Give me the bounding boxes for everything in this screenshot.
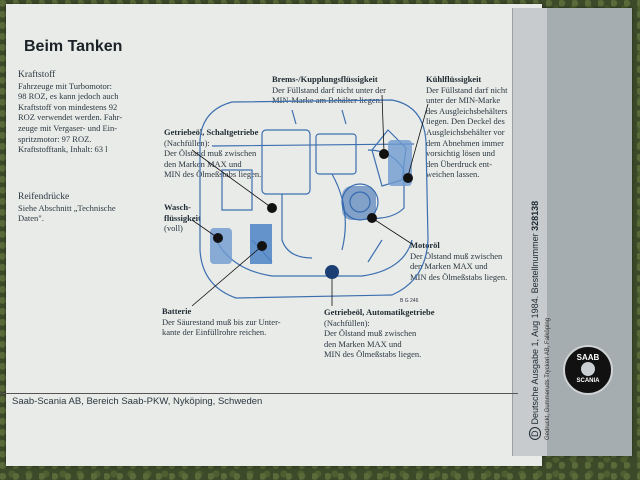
getriebeoel-auto-heading: Getriebeöl, Automatikgetriebe: [324, 307, 435, 317]
getriebeoel-auto-line: MIN des Ölmeßstabs liegen.: [324, 349, 422, 360]
logo-bottom-text: SCANIA: [576, 378, 600, 384]
getriebeoel-auto-line: den Marken MAX und: [324, 338, 402, 349]
kuehlfluessigkeit-heading: Kühlflüssigkeit: [426, 74, 482, 84]
getriebeoel-schalt-heading: Getriebeöl, Schaltgetriebe: [164, 127, 259, 137]
kraftstoff-line: Kraftstofftank, Inhalt: 63 l: [18, 144, 108, 155]
bremsfluessigkeit-line: Der Füllstand darf nicht unter der: [272, 84, 387, 95]
batterie-section: Batterie Der Säurestand muß bis zur Unte…: [162, 306, 322, 338]
kuehlfluessigkeit-line: dem Abnehmen immer: [426, 137, 504, 148]
kuehlfluessigkeit-line: liegen. Den Deckel des: [426, 116, 505, 127]
logo-top-text: SAAB: [576, 353, 600, 362]
engine-bay-diagram: B G 246: [192, 94, 429, 307]
kuehlfluessigkeit-section: Kühlflüssigkeit Der Füllstand darf nicht…: [426, 74, 526, 180]
bremsfluessigkeit-line: MIN-Marke am Behälter liegen.: [272, 95, 382, 106]
kraftstoff-line: zeuge mit Vergaser- und Ein-: [18, 122, 118, 133]
kuehlfluessigkeit-line: des Ausgleichsbehälters: [426, 105, 508, 116]
getriebeoel-auto-sub: (Nachfüllen):: [324, 317, 370, 328]
kuehlfluessigkeit-line: Ausgleichsbehälter vor: [426, 126, 505, 137]
bremsfluessigkeit-section: Brems-/Kupplungsflüssigkeit Der Füllstan…: [272, 74, 432, 106]
waschfluessigkeit-heading: flüssigkeit: [164, 212, 201, 223]
engine-oil-marker: [367, 213, 377, 223]
washer-tank-shape: [210, 228, 232, 264]
kraftstoff-line: spritzmotor: 97 ROZ.: [18, 133, 92, 144]
motoroel-line: Der Ölstand muß zwischen: [410, 250, 503, 261]
motoroel-line: MIN des Ölmeßstabs liegen.: [410, 271, 508, 282]
kraftstoff-line: ROZ verwendet werden. Fahr-: [18, 112, 123, 123]
spine-order-number: 328138: [530, 200, 540, 231]
getriebeoel-schalt-line: den Marken MAX und: [164, 158, 242, 169]
washer-fluid-marker: [213, 233, 223, 243]
reifendruecke-heading: Reifendrücke: [18, 192, 70, 202]
kuehlfluessigkeit-line: Der Füllstand darf nicht: [426, 84, 508, 95]
waschfluessigkeit-section: Wasch- flüssigkeit (voll): [164, 202, 224, 234]
kuehlfluessigkeit-line: den Überdruck ent-: [426, 158, 493, 169]
reifendruecke-line: Siehe Abschnitt „Technische: [18, 202, 116, 213]
waschfluessigkeit-sub: (voll): [164, 223, 183, 234]
batterie-line: Der Säurestand muß bis zur Unter-: [162, 316, 281, 327]
getriebeoel-schalt-line: Der Ölstand muß zwischen: [164, 148, 257, 159]
kraftstoff-line: Kraftstoff von mindestens 92: [18, 101, 118, 112]
engine-outline: [199, 99, 429, 299]
getriebeoel-auto-line: Der Ölstand muß zwischen: [324, 328, 417, 339]
kraftstoff-line: 98 ROZ, es kann jedoch auch: [18, 91, 119, 102]
batterie-line: kante der Einfüllrohre reichen.: [162, 327, 267, 338]
oil-filter-shape: [342, 186, 376, 220]
bremsfluessigkeit-heading: Brems-/Kupplungsflüssigkeit: [272, 74, 378, 84]
batterie-heading: Batterie: [162, 306, 192, 316]
callout-lines: [192, 94, 429, 307]
spine-printer-text: Gedruckt, Gummeruds Tryckeri AB, Falköpi…: [545, 317, 551, 440]
spine-text: Deutsche Ausgabe 1, Aug 1984. Bestellnum…: [530, 233, 540, 425]
spine-d-mark: D: [529, 427, 541, 440]
getriebeoel-schalt-line: MIN des Ölmeßstabs liegen.: [164, 169, 262, 180]
auto-gearbox-marker: [325, 265, 339, 279]
kraftstoff-section: Kraftstoff Fahrzeuge mit Turbomotor: 98 …: [18, 70, 168, 155]
waschfluessigkeit-heading: Wasch-: [164, 202, 191, 212]
kuehlfluessigkeit-line: vorsichtig lösen und: [426, 148, 495, 159]
kraftstoff-line: Fahrzeuge mit Turbomotor:: [18, 80, 112, 91]
saab-scania-logo: SAAB SCANIA: [563, 345, 613, 395]
getriebeoel-schalt-section: Getriebeöl, Schaltgetriebe (Nachfüllen):…: [164, 127, 294, 180]
diagram-code: B G 246: [400, 298, 419, 304]
coolant-marker: [403, 173, 413, 183]
battery-marker: [257, 241, 267, 251]
kuehlfluessigkeit-line: unter der MIN-Marke: [426, 95, 501, 106]
page-title: Beim Tanken: [24, 38, 123, 55]
spine-edition-text: D Deutsche Ausgabe 1, Aug 1984. Bestellnu…: [529, 201, 541, 440]
motoroel-section: Motoröl Der Ölstand muß zwischen den Mar…: [410, 240, 522, 282]
brake-fluid-marker: [379, 149, 389, 159]
getriebeoel-auto-section: Getriebeöl, Automatikgetriebe (Nachfülle…: [324, 307, 484, 360]
gearbox-oil-marker: [267, 203, 277, 213]
footer-rule: [0, 393, 518, 394]
spine: [512, 8, 547, 456]
griffin-icon: [581, 362, 595, 376]
reifendruecke-line: Daten".: [18, 213, 44, 224]
motoroel-line: den Marken MAX und: [410, 261, 488, 272]
kraftstoff-heading: Kraftstoff: [18, 70, 56, 80]
motoroel-heading: Motoröl: [410, 240, 440, 250]
reifendruecke-section: Reifendrücke Siehe Abschnitt „Technische…: [18, 192, 168, 224]
kuehlfluessigkeit-line: weichen lassen.: [426, 169, 480, 180]
footer-text: Saab-Scania AB, Bereich Saab-PKW, Nyköpi…: [12, 396, 263, 407]
getriebeoel-schalt-sub: (Nachfüllen):: [164, 137, 210, 148]
manual-page: Beim Tanken Kraftstoff Fahrzeuge mit Tur…: [6, 4, 542, 466]
